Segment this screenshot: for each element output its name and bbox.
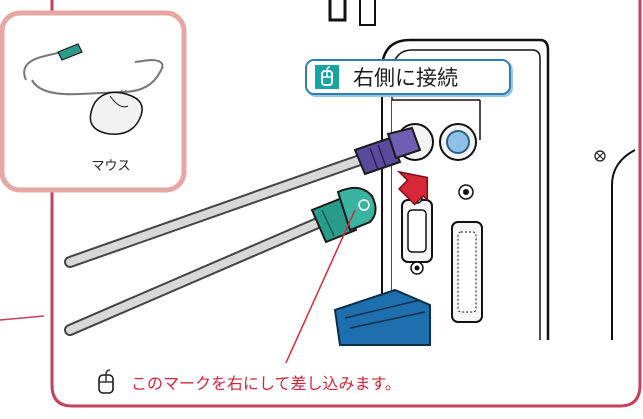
instruction-text: このマークを右にして差し込みます。 [131, 374, 401, 393]
mouse-port-right [446, 130, 470, 154]
callout-connect-right: 右側に接続 [305, 59, 511, 95]
device-outline-right [611, 149, 636, 340]
vga-connector [333, 288, 431, 346]
callout-text: 右側に接続 [353, 66, 458, 90]
pointer-line-left [0, 315, 45, 321]
instruction-note: このマークを右にして差し込みます。 [95, 363, 615, 397]
outer-frame [50, 0, 642, 408]
mouse-thumbnail [0, 10, 187, 193]
callout-pointer-line [284, 209, 356, 366]
mouse-icon [98, 369, 114, 394]
green-cable [64, 186, 377, 336]
purple-cable [64, 126, 422, 268]
thumbnail-caption: マウス [91, 159, 131, 174]
mouse-icon [315, 65, 339, 89]
insert-arrow [396, 170, 429, 206]
